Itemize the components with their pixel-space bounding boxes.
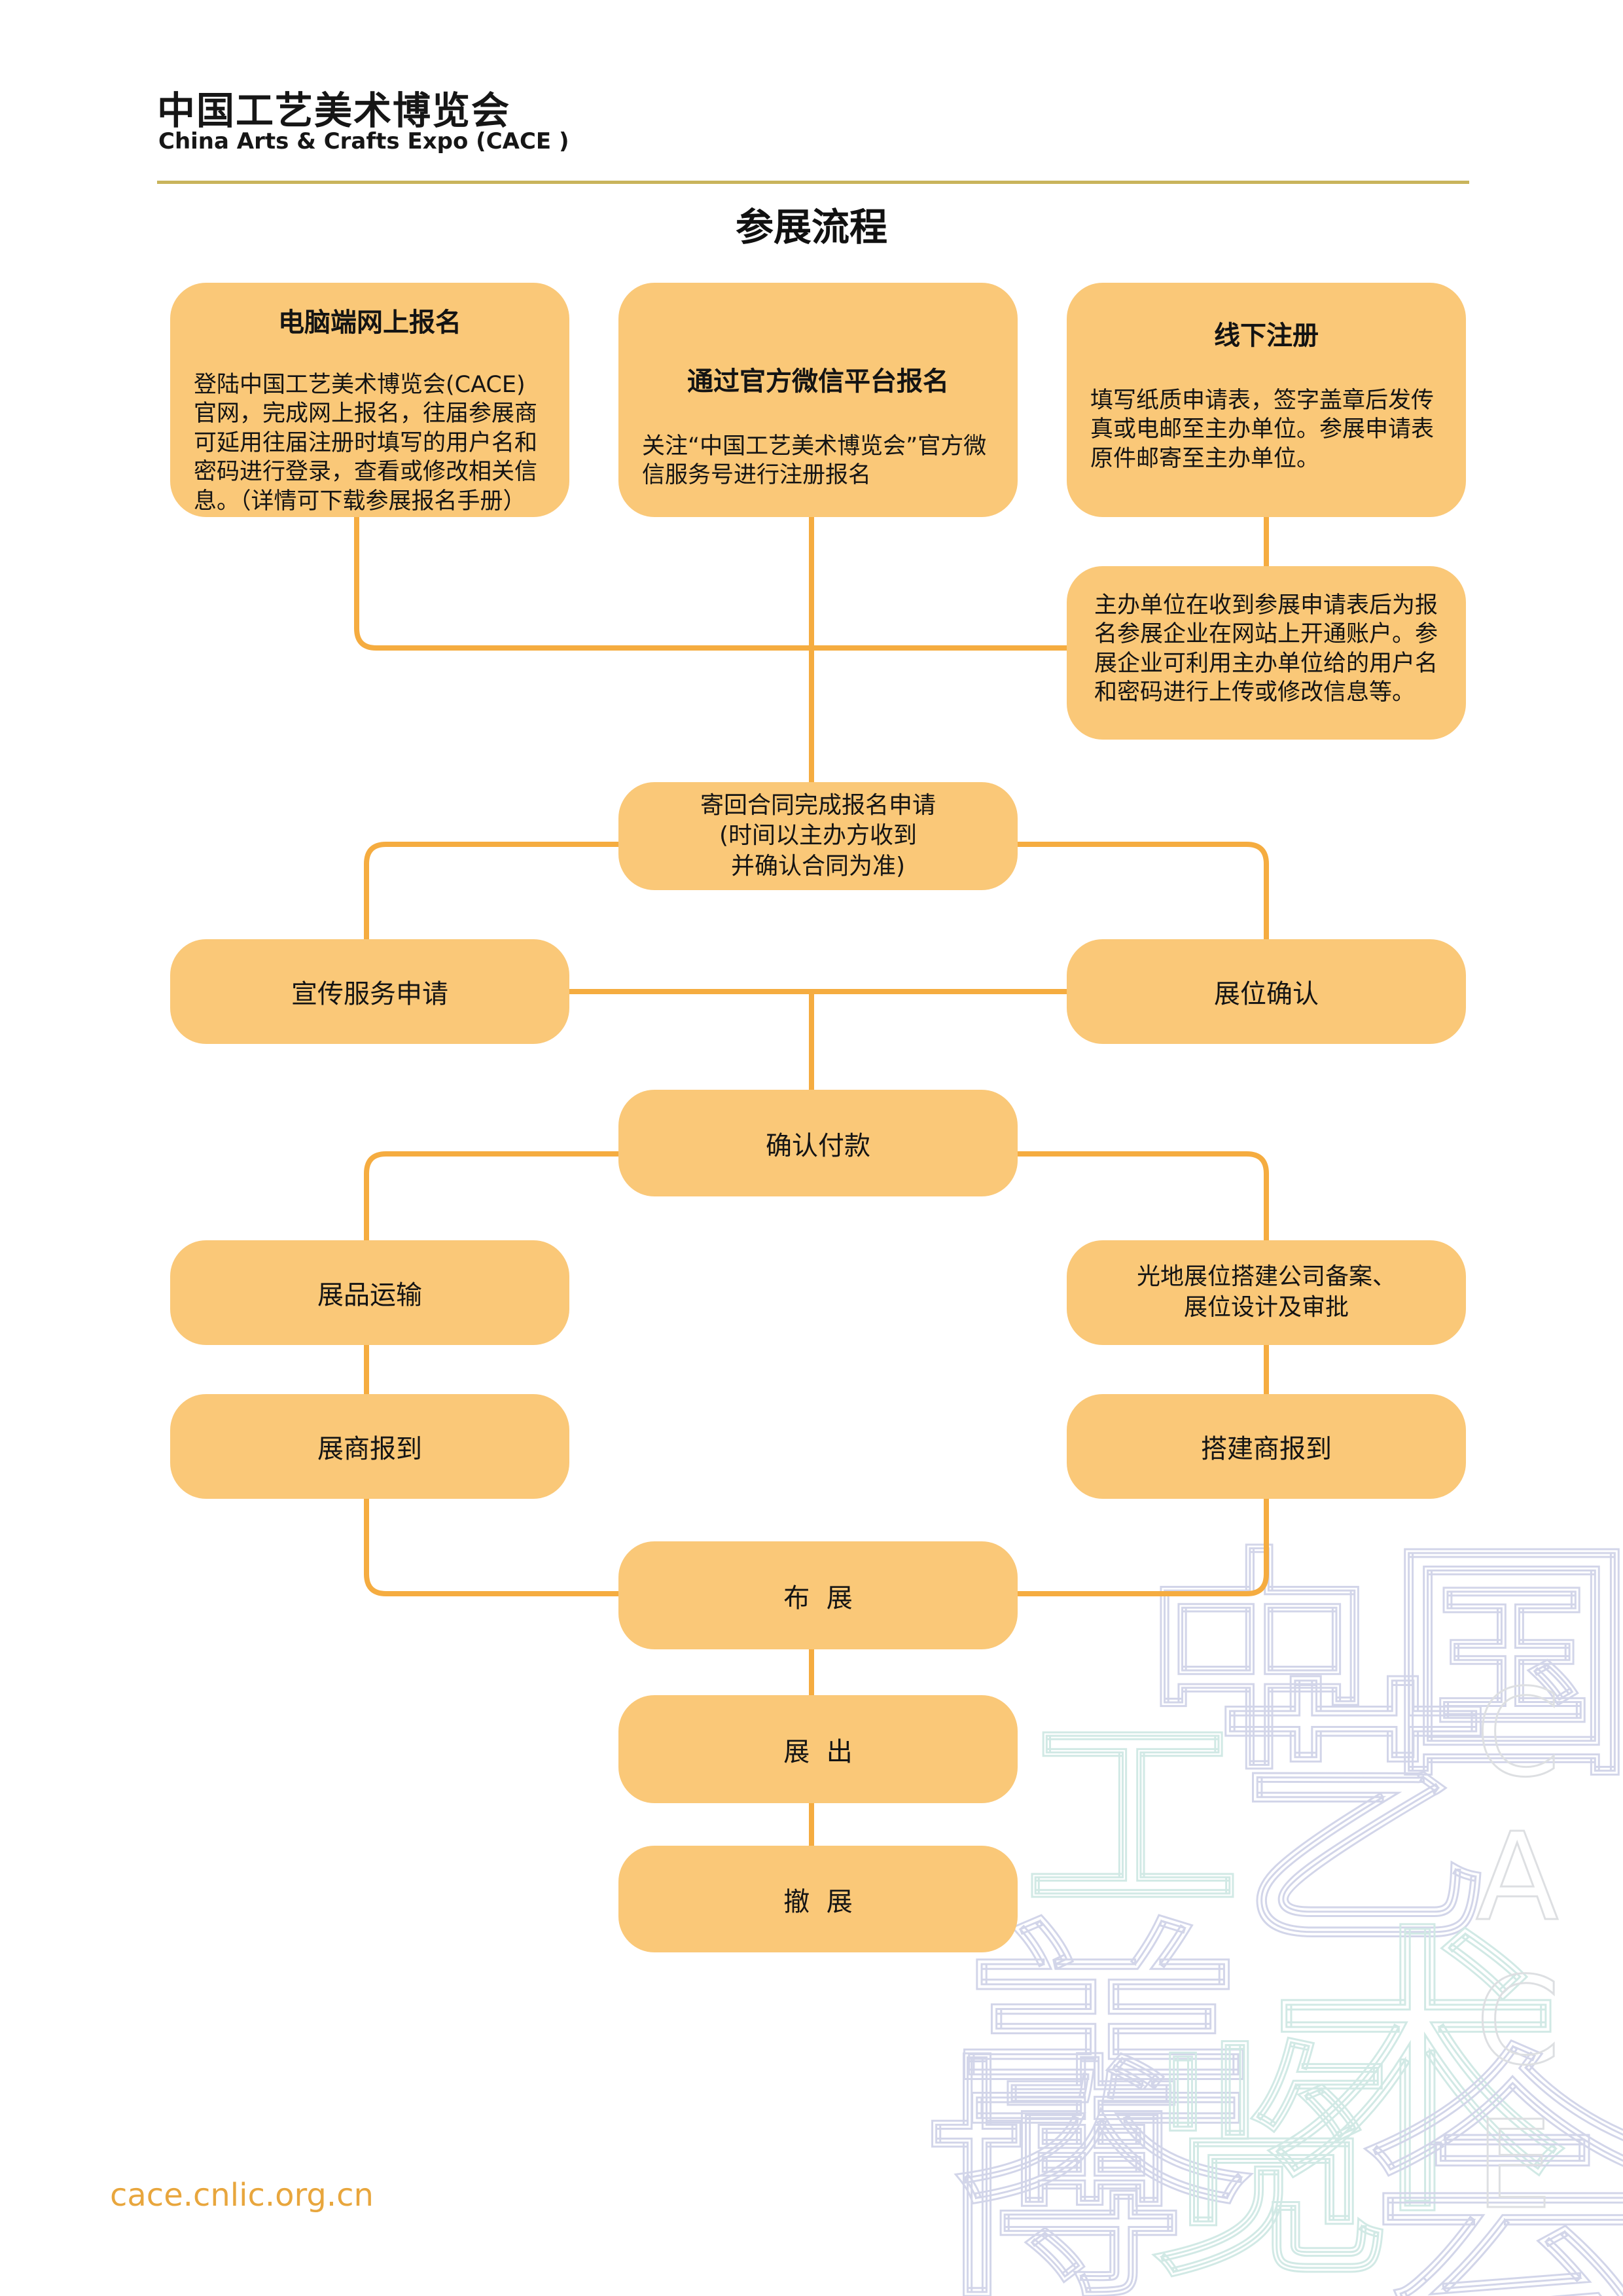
connector-payment-to-rawspace [1018, 1151, 1269, 1240]
node-body: 主办单位在收到参展申请表后为报名参展企业在网站上开通账户。参展企业可利用主办单位… [1094, 592, 1438, 706]
node-raw-space-approval: 光地展位搭建公司备案、 展位设计及审批 [1067, 1240, 1466, 1345]
node-setup: 布 展 [618, 1541, 1018, 1649]
node-builder-checkin: 搭建商报到 [1067, 1394, 1466, 1499]
node-teardown: 撤 展 [618, 1846, 1018, 1952]
connector-contract-to-booth [1018, 842, 1269, 939]
node-return-contract: 寄回合同完成报名申请 (时间以主办方收到 并确认合同为准) [618, 782, 1018, 890]
footer-website-url: cace.cnlic.org.cn [110, 2177, 374, 2214]
expo-logo-title-en: China Arts & Crafts Expo (CACE ) [158, 128, 569, 154]
node-body: 填写纸质申请表，签字盖章后发传真或电邮至主办单位。参展申请表原件邮寄至主办单位。 [1090, 387, 1435, 472]
node-body: 登陆中国工艺美术博览会(CACE)官网，完成网上报名，往届参展商可延用往届注册时… [194, 372, 538, 514]
expo-logo-title-zh: 中国工艺美术博览会 [157, 88, 511, 133]
header-gold-rule [157, 181, 1469, 184]
node-payment-confirmation: 确认付款 [618, 1090, 1018, 1196]
node-publicity-service: 宣传服务申请 [170, 939, 569, 1044]
node-title: 电脑端网上报名 [278, 308, 461, 338]
node-account-opening-note: 主办单位在收到参展申请表后为报名参展企业在网站上开通账户。参展企业可利用主办单位… [1067, 566, 1466, 740]
connector-builder-to-setup [1018, 1499, 1269, 1596]
node-title: 线下注册 [1214, 321, 1319, 351]
node-pc-registration: 电脑端网上报名 登陆中国工艺美术博览会(CACE)官网，完成网上报名，往届参展商… [170, 283, 569, 517]
connector-pc-to-account [354, 517, 1067, 651]
node-exhibit-transport: 展品运输 [170, 1240, 569, 1345]
node-offline-registration: 线下注册 填写纸质申请表，签字盖章后发传真或电邮至主办单位。参展申请表原件邮寄至… [1067, 283, 1466, 517]
node-booth-confirmation: 展位确认 [1067, 939, 1466, 1044]
node-body: 关注“中国工艺美术博览会”官方微信服务号进行注册报名 [642, 433, 987, 489]
page-title: 参展流程 [735, 205, 887, 249]
connector-contract-to-publicity [364, 842, 618, 939]
connector-exhibitor-to-setup [364, 1499, 618, 1596]
node-exhibitor-checkin: 展商报到 [170, 1394, 569, 1499]
node-title: 通过官方微信平台报名 [687, 367, 949, 397]
node-wechat-registration: 通过官方微信平台报名 关注“中国工艺美术博览会”官方微信服务号进行注册报名 [618, 283, 1018, 517]
node-exhibition: 展 出 [618, 1695, 1018, 1803]
connector-payment-to-transport [364, 1151, 618, 1240]
